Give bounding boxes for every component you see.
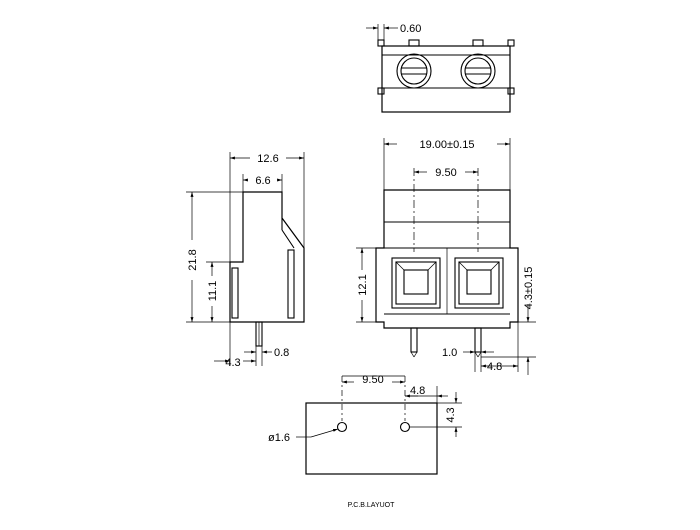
- pcb-caption: P.C.B.LAYUOT: [348, 502, 396, 509]
- front-pin-width-label: 1.0: [442, 347, 457, 359]
- side-pin-offset-label: 4.3: [225, 357, 240, 369]
- top-view-body: [381, 45, 511, 113]
- pcb-offset-x-label: 4.8: [410, 385, 425, 397]
- front-pitch-label: 9.50: [435, 167, 456, 179]
- pcb-outline: [305, 402, 438, 475]
- top-pin-width-label: 0.60: [400, 23, 421, 35]
- side-pin-width-label: 0.8: [274, 347, 289, 359]
- side-view: 12.6 6.6 21.8 11.1 0.8 4.3: [186, 152, 305, 369]
- side-depth-label: 12.6: [257, 153, 278, 165]
- overall-width-label: 19.00±0.15: [420, 139, 475, 151]
- front-view: 19.00±0.15 9.50 12.1 4.3±0.15 1.0 4.8: [356, 138, 536, 375]
- hole-diameter-label: ø1.6: [268, 432, 290, 444]
- pcb-pitch-label: 9.50: [362, 374, 383, 386]
- side-lower-height-label: 11.1: [207, 281, 219, 302]
- top-view: 0.60: [366, 23, 515, 113]
- pcb-hole-left: [336, 421, 348, 433]
- front-pin-offset-label: 4.8: [487, 361, 502, 373]
- side-height-label: 21.8: [187, 249, 199, 270]
- pcb-layout: 9.50 4.8 4.3 ø1.6 P.C.B.LAYUOT: [268, 374, 462, 509]
- side-view-body: [229, 191, 305, 323]
- screw-right: [460, 53, 496, 89]
- side-top-depth-label: 6.6: [255, 175, 270, 187]
- pcb-offset-y-label: 4.3: [445, 407, 457, 422]
- pin-length-label: 4.3±0.15: [523, 267, 535, 310]
- front-pin-right: [474, 327, 482, 353]
- front-pin-left: [410, 327, 418, 353]
- body-height-label: 12.1: [357, 274, 369, 295]
- screw-left: [396, 53, 432, 89]
